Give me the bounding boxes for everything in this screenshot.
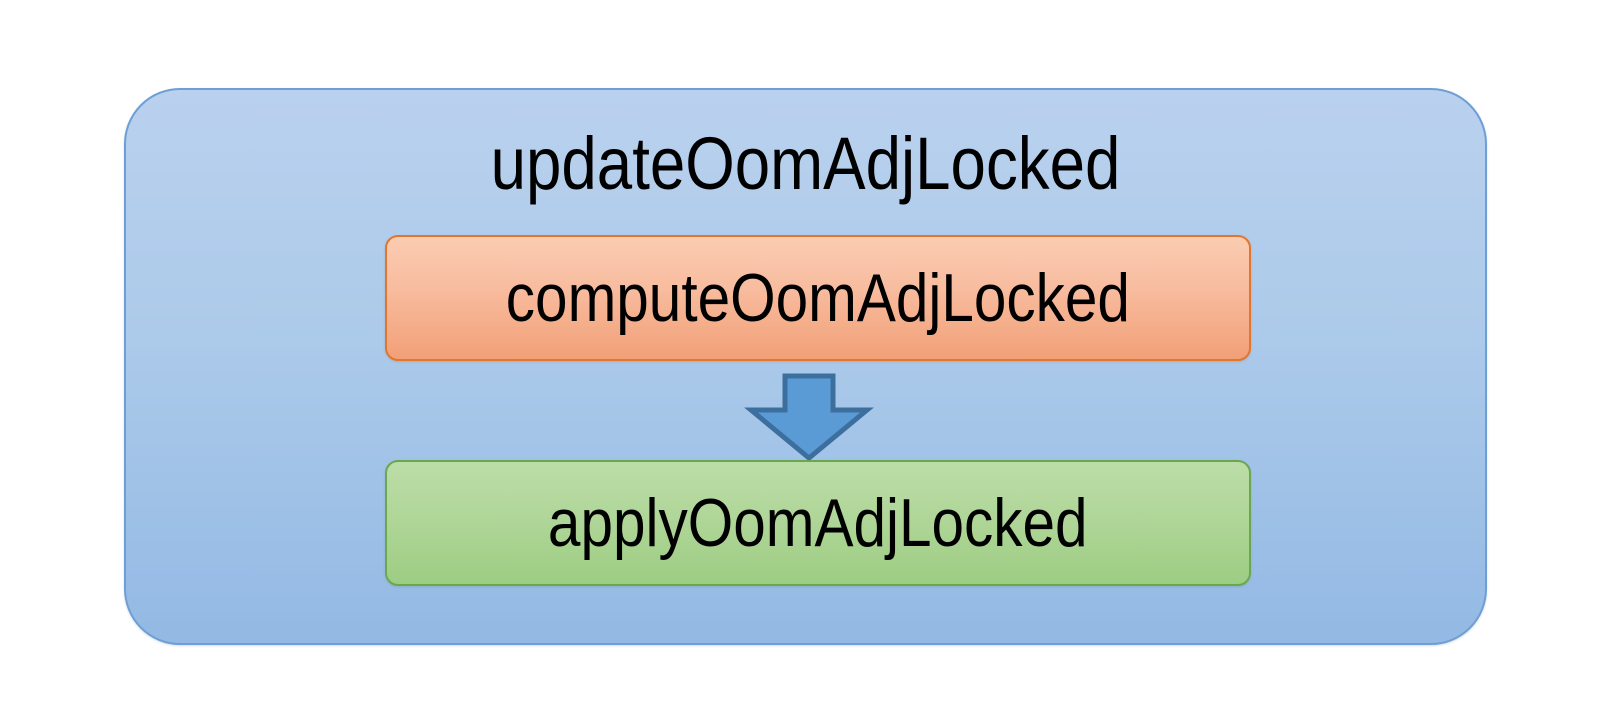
node-apply-oom-adj-locked-label: applyOomAdjLocked [548,485,1088,561]
node-compute-oom-adj-locked-label: computeOomAdjLocked [505,260,1131,336]
outer-node-update-oom-adj-locked[interactable]: updateOomAdjLocked computeOomAdjLocked a… [124,88,1487,645]
arrow-down-icon [744,373,874,462]
node-apply-oom-adj-locked[interactable]: applyOomAdjLocked [385,460,1251,586]
node-compute-oom-adj-locked[interactable]: computeOomAdjLocked [385,235,1251,361]
outer-node-label: updateOomAdjLocked [490,122,1121,205]
